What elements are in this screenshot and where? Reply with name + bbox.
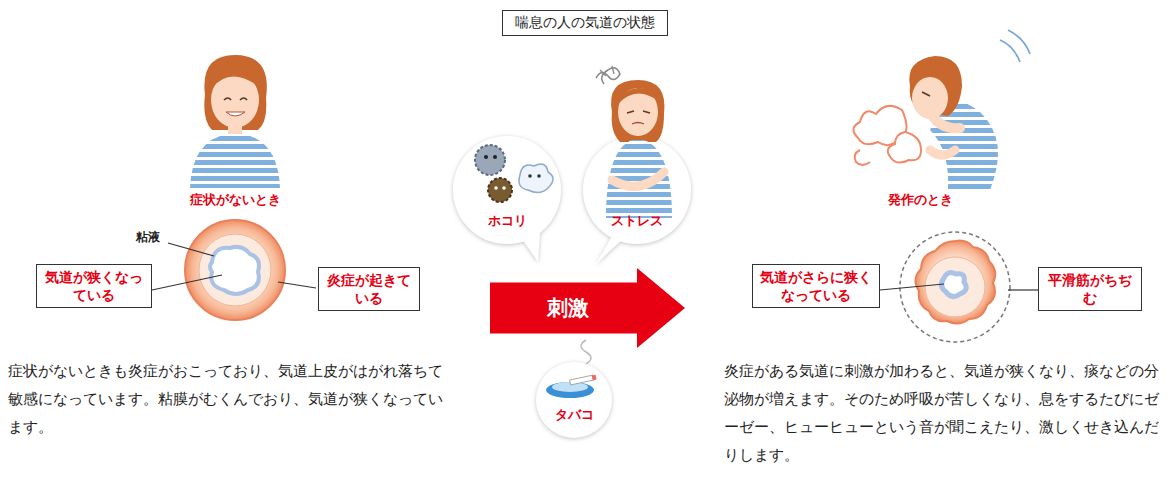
tobacco-bubble	[536, 340, 612, 438]
illustration-part	[502, 186, 506, 190]
callout-box: 気道がさらに狭くなっている	[752, 264, 880, 308]
illustration-part	[925, 257, 985, 317]
illustration-part	[494, 186, 498, 190]
illustration-part	[596, 68, 620, 84]
state-label: 発作のとき	[870, 191, 970, 209]
node-text: ホコリ	[488, 212, 527, 230]
illustration-part	[152, 275, 222, 290]
stress-bubble	[583, 136, 691, 264]
illustration-part	[278, 282, 316, 288]
illustration-part	[632, 123, 644, 125]
illustration-part	[592, 375, 597, 381]
node-text: タバコ	[555, 406, 594, 424]
node-text: 気道がさらに狭くなっている	[760, 269, 872, 303]
illustration-part	[537, 174, 541, 178]
illustration-part	[627, 111, 650, 113]
calm-woman	[190, 55, 280, 188]
callout-box: 気道が狭くなっている	[36, 264, 152, 308]
illustration-part	[204, 55, 267, 130]
illustration-part	[600, 66, 614, 76]
illustration-part	[210, 247, 259, 294]
illustration-part	[606, 140, 672, 218]
illustration-part	[168, 243, 214, 256]
illustration-part	[922, 92, 930, 96]
illustration-part	[199, 234, 271, 306]
illustration-part	[930, 112, 960, 128]
illustration-part	[519, 164, 553, 193]
illustration-part	[475, 145, 505, 175]
illustration-part	[488, 178, 512, 202]
stressed-woman	[596, 66, 672, 218]
illustration-part	[612, 172, 664, 186]
illustration-part	[528, 174, 532, 178]
diagram-title: 喘息の人の気道の状態	[502, 10, 668, 36]
callout-box: 炎症が起きている	[318, 267, 420, 311]
node-text: 刺激	[547, 294, 589, 322]
dust-bubble	[453, 136, 561, 262]
illustration-part	[453, 136, 561, 244]
trigger-bubble: タバコ	[536, 362, 612, 438]
illustration-part	[212, 68, 258, 88]
illustration-part	[546, 382, 594, 398]
illustration-part	[583, 136, 691, 244]
dust-icons	[475, 145, 553, 202]
illustration-part	[493, 155, 497, 159]
illustration-part	[855, 150, 870, 165]
illustration-part	[226, 112, 245, 116]
illustration-part	[941, 273, 966, 297]
node-text: 炎症が起きている	[327, 272, 411, 306]
illustration-part	[611, 80, 664, 142]
description-text: 症状がないときも炎症がおこっており、気道上皮がはがれ落ちて敏感になっています。粘…	[8, 357, 448, 441]
trigger-bubble: ストレス	[585, 138, 689, 244]
illustration-part	[190, 134, 280, 188]
arrow-body	[490, 268, 685, 348]
coughing-woman	[853, 30, 1030, 190]
illustration-part	[1008, 289, 1038, 290]
illustration-part	[888, 132, 921, 163]
illustration-part	[930, 150, 955, 155]
illustration-part	[1000, 30, 1030, 62]
node-text: ストレス	[611, 212, 663, 230]
illustration-part	[224, 98, 247, 100]
illustration-part	[581, 340, 591, 364]
illustration-part	[618, 88, 660, 104]
node-text: 平滑筋がちぢむ	[1048, 272, 1132, 306]
airway-normal	[152, 220, 316, 320]
illustration-part	[536, 362, 612, 438]
airway-attack	[880, 232, 1038, 342]
trigger-bubble: ホコリ	[455, 138, 559, 244]
stimulus-arrow: 刺激	[490, 268, 685, 348]
state-label: 症状がないとき	[170, 191, 300, 209]
part-name: 粘液	[136, 229, 176, 246]
illustration-part	[915, 241, 995, 324]
illustration-part	[484, 155, 488, 159]
node-text: 気道が狭くなっている	[45, 269, 143, 303]
illustration-part	[185, 220, 285, 320]
callout-box: 平滑筋がちぢむ	[1038, 267, 1142, 311]
illustration-part	[880, 284, 944, 290]
description-text: 炎症がある気道に刺激が加わると、気道が狭くなり、痰などの分泌物が増えます。そのた…	[724, 357, 1164, 469]
illustration-part	[570, 375, 595, 385]
